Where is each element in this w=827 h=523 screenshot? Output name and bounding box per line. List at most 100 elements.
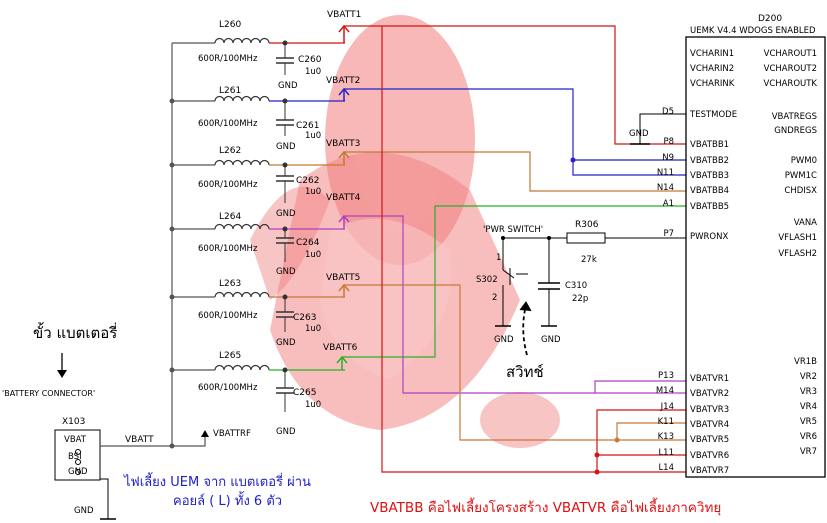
ic-pin-number: J14 (660, 402, 674, 412)
testmode-gnd-label: GND (629, 129, 649, 139)
gnd-label: GND (276, 427, 296, 437)
switch-pin: 1 (496, 253, 501, 263)
ic-right-pin-label: VBATREGS (772, 112, 817, 122)
vbatt-label: VBATT (125, 435, 154, 445)
ic-right-pin-label: GNDREGS (774, 126, 817, 136)
ic-right-pin-label: VR5 (800, 417, 817, 427)
ic-right-pin-label: VCHAROUT2 (764, 64, 817, 74)
ic-pin-number: P13 (658, 371, 674, 381)
vbattrf-label: VBATTRF (213, 429, 251, 439)
ic-pin-number: K11 (658, 417, 674, 427)
capacitor-value: 1u0 (305, 131, 321, 141)
ic-right-pin-label: PWM1C (785, 171, 817, 181)
ic-pin-label: PWRONX (690, 232, 728, 242)
connector-pin: BSI (68, 452, 82, 462)
ic-pin-number: P7 (663, 229, 674, 239)
ic-right-pin-label: CHDISX (784, 186, 817, 196)
ic-pin-label: VBATVR4 (690, 420, 729, 430)
ic-pin-label: TESTMODE (689, 110, 737, 120)
ic-pin-label: VBATVR5 (690, 435, 729, 445)
capacitor-value: 1u0 (305, 250, 321, 260)
battery-terminal-annotation: ขั้ว แบตเตอรี่ (33, 322, 117, 342)
vbat-definition-annotation: VBATBB คือไฟเลี้ยงโครงสร้าง VBATVR คือไฟ… (370, 497, 721, 516)
ic-right-pin-label: VR2 (800, 372, 817, 382)
ic-pin-label: VCHARIN2 (690, 64, 734, 74)
ic-pin-label: VBATVR7 (690, 466, 729, 476)
inductor-value: 600R/100MHz (198, 180, 258, 190)
ic-ref: D200 (758, 14, 782, 24)
ic-pin-number: P8 (663, 137, 674, 147)
ic-pin-label: VBATVR1 (690, 374, 729, 384)
capacitor-ref: C262 (296, 176, 319, 186)
capacitor-value: 1u0 (305, 324, 321, 334)
ic-right-pin-label: VR3 (800, 387, 817, 397)
ic-pin-number: N11 (657, 168, 674, 178)
ic-right-pin-label: VANA (794, 218, 817, 228)
gnd-label: GND (278, 81, 298, 91)
gnd-label: GND (276, 142, 296, 152)
ic-pin-number: D5 (662, 107, 674, 117)
capacitor-ref: C260 (298, 55, 322, 65)
ic-right-pin-label: VCHAROUTK (763, 79, 817, 89)
inductor-ref: L261 (219, 86, 241, 96)
switch-pin: 2 (492, 293, 497, 303)
ic-right-pin-label: VR6 (800, 432, 817, 442)
ic-pin-number: K13 (658, 432, 674, 442)
net-label: VBATT5 (326, 273, 360, 283)
ic-right-pin-label: VR4 (800, 402, 817, 412)
ic-pin-label: VBATVR2 (690, 389, 729, 399)
capacitor-ref: C265 (293, 388, 316, 398)
inductor-value: 600R/100MHz (198, 311, 258, 321)
capacitor-value: 1u0 (305, 400, 321, 410)
ic-pin-label: VCHARINK (690, 79, 735, 89)
ic-pin-number: N9 (662, 153, 674, 163)
inductor-value: 600R/100MHz (198, 54, 258, 64)
ic-pin-label: VBATVR6 (690, 451, 729, 461)
watermark-figure (250, 15, 560, 448)
ic-pin-label: VCHARIN1 (690, 49, 734, 59)
inductor-value: 600R/100MHz (198, 244, 258, 254)
power-source-annotation: คอยล์ ( L) ทั้ง 6 ตัว (173, 491, 282, 509)
ic-pin-number: N14 (657, 183, 674, 193)
inductor-ref: L260 (219, 20, 241, 30)
capacitor-ref: C310 (565, 281, 587, 291)
capacitor-ref: C261 (296, 121, 319, 131)
gnd-label: GND (276, 338, 296, 348)
capacitor-value: 1u0 (305, 187, 321, 197)
switch-annotation: สวิทช์ (506, 363, 544, 381)
pwr-switch-label: 'PWR SWITCH' (483, 225, 543, 235)
gnd-label: GND (74, 506, 94, 516)
connector-pin: VBAT (64, 435, 87, 445)
resistor-ref: R306 (575, 220, 599, 230)
ic-title: UEMK V4.4 WDOGS ENABLED (690, 26, 816, 36)
connector-ref: X103 (62, 417, 85, 427)
capacitor-value: 22p (572, 294, 588, 304)
ic-pin-label: VBATBB1 (690, 140, 729, 150)
ic-pin-label: VBATBB5 (690, 202, 729, 212)
inductor-value: 600R/100MHz (198, 383, 258, 393)
inductor-ref: L264 (219, 212, 241, 222)
ic-pin-number: M14 (656, 386, 674, 396)
gnd-label: GND (541, 335, 561, 345)
inductor-ref: L265 (219, 351, 241, 361)
ic-right-pin-label: VR7 (800, 447, 817, 457)
gnd-label: GND (494, 335, 514, 345)
capacitor-ref: C263 (293, 313, 316, 323)
ic-right-pin-label: VFLASH2 (778, 249, 817, 259)
net-label: VBATT3 (326, 139, 360, 149)
net-label: VBATT2 (326, 76, 360, 86)
ic-right-pin-label: VFLASH1 (778, 233, 817, 243)
inductor-ref: L262 (219, 146, 241, 156)
ic-pin-label: VBATBB3 (690, 171, 729, 181)
ic-right-pin-label: PWM0 (791, 156, 817, 166)
net-label: VBATT1 (327, 10, 361, 20)
switch-ref: S302 (476, 275, 498, 285)
capacitor-value: 1u0 (305, 67, 321, 77)
inductor-coils (214, 37, 270, 371)
ic-body (685, 36, 826, 478)
ic-right-pin-label: VR1B (794, 357, 817, 367)
ic-right-pin-labels: VCHAROUT1VCHAROUT2VCHAROUTKVBATREGSGNDRE… (763, 49, 817, 457)
